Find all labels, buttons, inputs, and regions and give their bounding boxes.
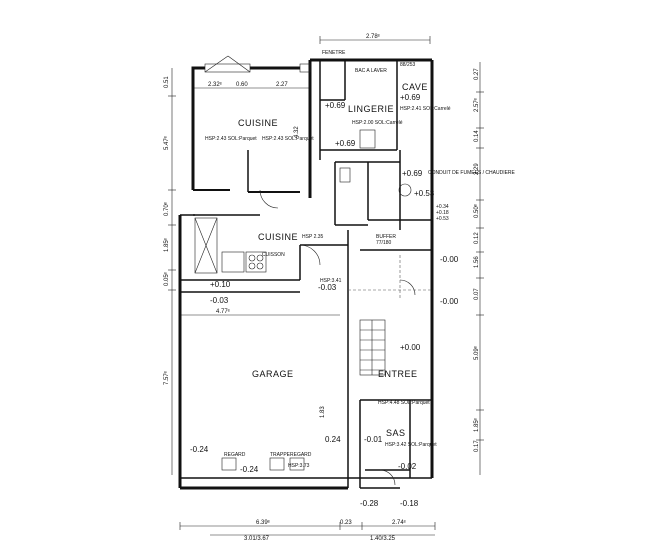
room-sas: SAS (386, 428, 406, 438)
walls (178, 58, 434, 490)
dim-left-5: 0.05ᵉ (164, 271, 170, 286)
note-hsp-cuisine-low: HSP 2.35 (302, 234, 324, 240)
level-right-4: +0.18 (436, 210, 449, 216)
dim-right-2: 2.57ᵉ (474, 97, 480, 112)
dim-right-9: 5.09ᵉ (474, 345, 480, 360)
dim-right-7: 1.56 (474, 256, 480, 268)
level-sas-low: -0.02 (398, 462, 417, 471)
note-cave-area: 88/253 (400, 62, 416, 68)
room-lingerie: LINGERIE (348, 104, 394, 114)
dim-left-3: 0.70ᵉ (164, 201, 170, 216)
dim-bottom-d: 3.01/3.67 (244, 536, 270, 542)
note-regard-1: REGARD (224, 452, 246, 458)
level-lingerie-1: +0.69 (325, 101, 346, 110)
dim-kitchen-top-b: 0.60 (236, 82, 248, 88)
note-conduit: CONDUIT DE FUMEES / CHAUDIERE (428, 170, 516, 176)
level-entree-low2: -0.01 (364, 435, 383, 444)
room-garage: GARAGE (252, 369, 294, 379)
level-entree-low: 0.24 (325, 435, 341, 444)
staircase (359, 319, 386, 376)
level-right-5: +0.53 (436, 216, 449, 222)
fridge (194, 217, 218, 274)
level-garage-low2: -0.24 (240, 465, 259, 474)
note-buffer: BUFFER (376, 234, 396, 240)
dim-right-4: 2.29 (474, 163, 480, 175)
dim-right-6: 0.12 (474, 232, 480, 244)
dimension-labels: 2.78ᵉ 2.32ᵉ 0.60 2.27 4.77ᵉ 6.39ᵉ 0.23 2… (164, 34, 480, 542)
room-labels: CUISINE CUISINE LINGERIE CAVE GARAGE ENT… (238, 82, 428, 438)
level-bottom-1: -0.28 (360, 499, 379, 508)
level-stair-mid: -0.03 (318, 283, 337, 292)
room-entree: ENTREE (378, 369, 418, 379)
level-right-1: +0.69 (402, 169, 423, 178)
dim-kitchen-top-a: 2.32ᵉ (208, 82, 223, 88)
note-hsp-cuisine-2: HSP:2.43 SOL:Parquet (262, 136, 314, 142)
dim-bottom-b: 0.23 (340, 520, 352, 526)
regard-box-2 (289, 457, 305, 471)
regard-box-1 (221, 457, 237, 471)
note-hsp-sas: HSP:3.42 SOL:Parquet (385, 442, 437, 448)
note-hsp-cuisine-1: HSP:2.43 SOL:Parquet (205, 136, 257, 142)
dim-top-total: 2.78ᵉ (366, 34, 381, 40)
dim-mid-v: 1.83 (320, 406, 326, 418)
cooktop (245, 251, 267, 273)
dim-right-3: 0.14 (474, 130, 480, 142)
dimension-lines (168, 36, 484, 536)
dim-left-2: 5.47ᵉ (164, 135, 170, 150)
room-cave: CAVE (402, 82, 428, 92)
note-cuisson: CUISSON (262, 252, 285, 258)
level-cuisine-low: +0.10 (210, 280, 231, 289)
room-cuisine-upper: CUISINE (238, 118, 278, 128)
dim-kitchen-v: 4.32 (294, 126, 300, 138)
sink (221, 251, 245, 273)
dim-bottom-e: 1.40/3.25 (370, 536, 396, 542)
note-bac-laver: BAC A LAVER (355, 68, 387, 74)
level-markers: +0.69 +0.69 +0.69 +0.69 +0.53 +0.34 +0.1… (190, 93, 459, 508)
note-trappe: TRAPPE (270, 452, 291, 458)
level-entree-mid: +0.00 (400, 343, 421, 352)
dim-right-1: 0.27 (474, 68, 480, 80)
level-cuisine-low2: -0.03 (210, 296, 229, 305)
note-hsp-garage: HSP:3.73 (288, 463, 310, 469)
level-right-2: +0.53 (414, 189, 435, 198)
dim-right-5: 0.50ᵉ (474, 203, 480, 218)
level-cave: +0.69 (400, 93, 421, 102)
level-lingerie-2: +0.69 (335, 139, 356, 148)
note-hsp-entree: HSP:4.48 SOL:Parquet (378, 400, 430, 406)
note-hsp-cave: HSP:2.41 SOL:Carrelé (400, 106, 451, 112)
trappe-box (269, 457, 285, 471)
note-buffer-dim: 77/180 (376, 240, 392, 246)
dim-bottom-a: 6.39ᵉ (256, 520, 271, 526)
dim-right-10: 1.85ᵉ (474, 417, 480, 432)
note-hsp-lingerie: HSP:2.00 SOL:Carrelé (352, 120, 403, 126)
dim-right-11: 0.17 (474, 440, 480, 452)
level-bottom-2: -0.18 (400, 499, 419, 508)
room-cuisine-lower: CUISINE (258, 232, 298, 242)
level-garage-low: -0.24 (190, 445, 209, 454)
dim-bottom-c: 2.74ᵉ (392, 520, 407, 526)
dim-left-1: 0.51 (164, 76, 170, 88)
annotations: FENETRE BAC A LAVER 88/253 CONDUIT DE FU… (205, 50, 516, 469)
dim-left-4: 1.85ᵉ (164, 237, 170, 252)
note-hsp-stair: HSP:3.41 (320, 278, 342, 284)
level-entree-right: -0.00 (440, 255, 459, 264)
dim-left-6: 7.57ᵉ (164, 370, 170, 385)
dim-kitchen-top-c: 2.27 (276, 82, 288, 88)
note-fenetre: FENETRE (322, 50, 346, 56)
fixtures (194, 55, 432, 486)
dim-right-8: 0.07 (474, 288, 480, 300)
dim-garage-width: 4.77ᵉ (216, 309, 231, 315)
level-entree-right2: -0.00 (440, 297, 459, 306)
note-regard-2: REGARD (290, 452, 312, 458)
level-right-3: +0.34 (436, 204, 449, 210)
